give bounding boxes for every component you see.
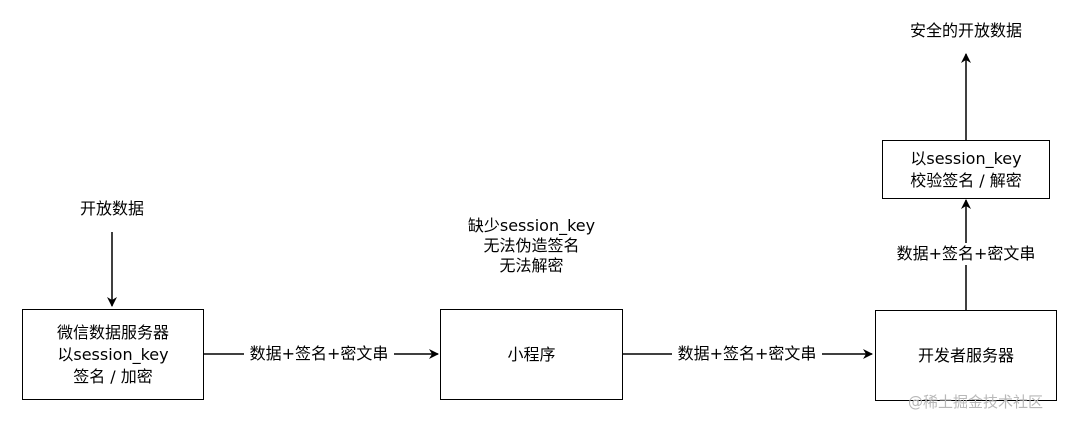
node-wechat-data-server-line-1: 微信数据服务器 (56, 322, 169, 342)
node-verify-with-session-key[interactable]: 以session_key 校验签名 / 解密 (882, 140, 1050, 199)
node-wechat-data-server-line-2: 以session_key (57, 344, 169, 364)
edge-label-dev-to-verify: 数据+签名+密文串 (888, 243, 1044, 265)
note-line-3: 无法解密 (499, 256, 564, 275)
label-open-data-input: 开放数据 (72, 198, 152, 220)
note-line-2: 无法伪造签名 (483, 236, 580, 255)
node-mini-program[interactable]: 小程序 (440, 309, 623, 400)
node-mini-program-label: 小程序 (507, 344, 556, 364)
edge-label-mini-to-dev: 数据+签名+密文串 (672, 343, 822, 365)
watermark: @稀土掘金技术社区 (908, 393, 1044, 411)
node-wechat-data-server[interactable]: 微信数据服务器 以session_key 签名 / 加密 (22, 309, 204, 400)
node-developer-server-label: 开发者服务器 (917, 345, 1014, 365)
edge-label-wechat-to-mini: 数据+签名+密文串 (244, 343, 394, 365)
node-wechat-data-server-line-3: 签名 / 加密 (73, 366, 153, 386)
node-verify-line-1: 以session_key (910, 148, 1022, 168)
label-safe-open-data: 安全的开放数据 (901, 20, 1031, 42)
note-line-1: 缺少session_key (467, 216, 596, 235)
node-developer-server[interactable]: 开发者服务器 (875, 310, 1057, 401)
note-missing-session-key: 缺少session_key 无法伪造签名 无法解密 (440, 216, 623, 276)
node-verify-line-2: 校验签名 / 解密 (910, 170, 1022, 190)
